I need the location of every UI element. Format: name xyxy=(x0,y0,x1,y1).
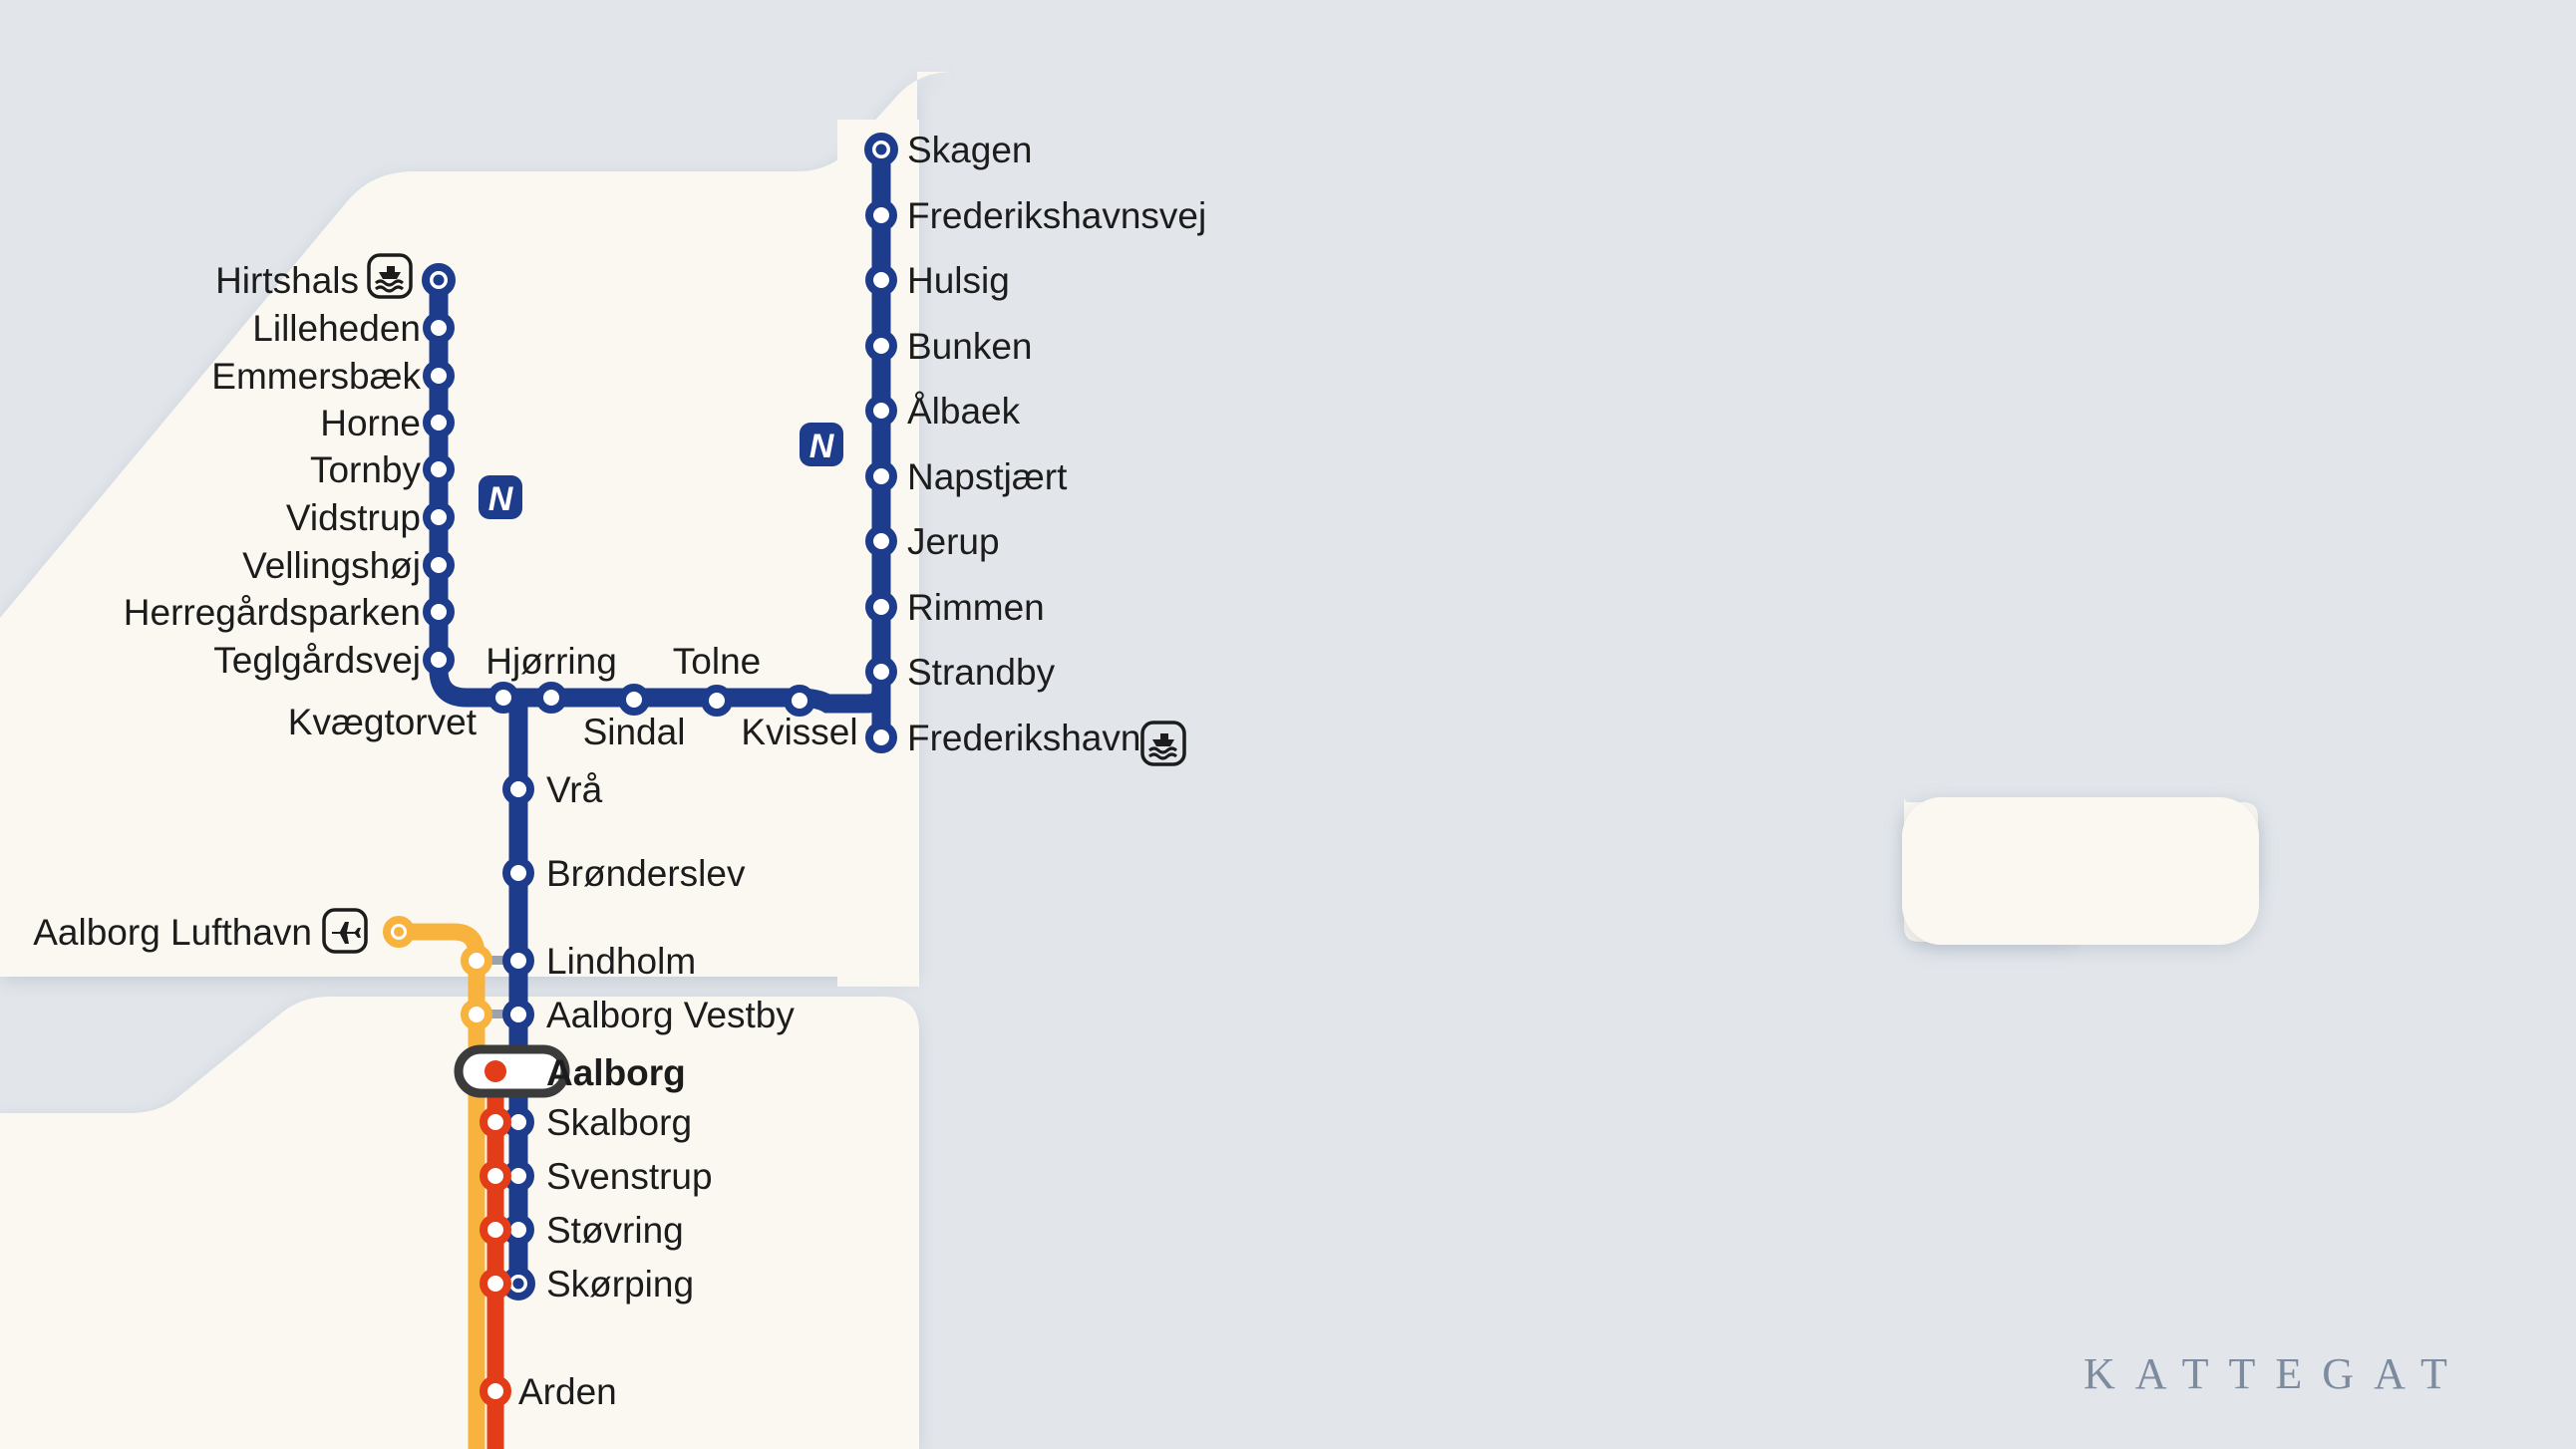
stations-hirtshalsbanen xyxy=(422,263,519,714)
station-label-albaek: Ålbaek xyxy=(907,391,1021,432)
station-terminus-core-skagen xyxy=(875,144,887,155)
interchange-connector-lindholm xyxy=(473,956,524,965)
station-dot-bunken[interactable] xyxy=(865,330,897,362)
station-label-kvaegtorvet: Kvægtorvet xyxy=(288,702,478,742)
station-dot-skorping-red[interactable] xyxy=(480,1268,511,1300)
station-label-tornby: Tornby xyxy=(310,449,422,490)
station-dot-teglgardsvej[interactable] xyxy=(423,644,455,676)
station-label-strandby: Strandby xyxy=(907,652,1056,693)
station-label-skorping: Skørping xyxy=(546,1264,694,1304)
station-label-skalborg: Skalborg xyxy=(546,1102,692,1143)
station-label-teglgardsvej: Teglgårdsvej xyxy=(213,640,421,681)
station-dot-kvissel[interactable] xyxy=(784,685,815,717)
land-island-east-arm xyxy=(1902,797,2259,897)
badge-label: N xyxy=(809,428,835,465)
station-label-stovring: Støvring xyxy=(546,1210,684,1251)
station-dot-emmersbaek[interactable] xyxy=(423,360,455,392)
station-dot-horne[interactable] xyxy=(423,407,455,438)
station-label-hirtshals: Hirtshals xyxy=(215,260,359,301)
station-label-bunken: Bunken xyxy=(907,326,1033,367)
station-dot-herregardsparken[interactable] xyxy=(423,596,455,628)
station-dot-stovring-red[interactable] xyxy=(480,1214,511,1246)
badge-label: N xyxy=(488,480,514,518)
station-label-aalborg: Aalborg xyxy=(546,1052,686,1093)
station-dot-jerup[interactable] xyxy=(865,525,897,557)
station-interchange-aalborg[interactable] xyxy=(454,1044,570,1098)
station-dot-vellingshoj[interactable] xyxy=(423,549,455,581)
station-dot-napstjaert[interactable] xyxy=(865,460,897,492)
sea-label-kattegat: KATTEGAT xyxy=(2084,1349,2467,1398)
stations-airport-line xyxy=(383,916,492,1030)
badge-shape xyxy=(800,423,843,466)
station-dot-kvaegtorvet[interactable] xyxy=(487,682,519,714)
station-dot-aalborg-vestby-yellow[interactable] xyxy=(461,999,492,1030)
station-label-jerup: Jerup xyxy=(907,521,1000,562)
station-dot-bronderslev[interactable] xyxy=(502,857,534,889)
station-dot-hjorring[interactable] xyxy=(535,682,567,714)
airport-icon xyxy=(322,908,368,954)
station-label-frederikshavn: Frederikshavn xyxy=(907,718,1140,758)
stations-red-line xyxy=(480,1106,511,1407)
station-terminus-core-lufthavn xyxy=(394,927,404,937)
station-label-emmersbaek: Emmersbæk xyxy=(211,356,421,397)
station-dot-tornby[interactable] xyxy=(423,453,455,485)
station-label-herregardsparken: Herregårdsparken xyxy=(124,592,421,633)
aalborg-capsule[interactable] xyxy=(454,1044,570,1098)
station-label-hulsig: Hulsig xyxy=(907,260,1010,301)
land-vendsyssel xyxy=(0,72,952,977)
station-label-frederikshavnsvej: Frederikshavnsvej xyxy=(907,195,1206,236)
station-dot-svenstrup-red[interactable] xyxy=(480,1160,511,1192)
station-dot-arden[interactable] xyxy=(480,1375,511,1407)
station-label-rimmen: Rimmen xyxy=(907,587,1045,628)
station-dot-hulsig[interactable] xyxy=(865,264,897,296)
land-himmerland xyxy=(0,997,919,1449)
aalborg-red-dot xyxy=(484,1060,506,1082)
ferry-icon xyxy=(1140,721,1186,766)
station-label-skagen: Skagen xyxy=(907,130,1033,170)
station-dot-lindholm[interactable] xyxy=(502,945,534,977)
stations-skagensbanen xyxy=(864,133,898,753)
station-terminus-core-skorping xyxy=(512,1278,524,1290)
station-label-sindal: Sindal xyxy=(583,712,686,752)
station-label-bronderslev: Brønderslev xyxy=(546,853,746,894)
station-dot-tolne[interactable] xyxy=(701,685,733,717)
interchange-connector-aalborg-vestby xyxy=(473,1010,524,1018)
station-label-vellingshoj: Vellingshøj xyxy=(242,545,421,586)
station-dot-sindal[interactable] xyxy=(618,684,650,716)
nordjyske-badge-hirtshals: N xyxy=(479,475,522,519)
station-dot-rimmen[interactable] xyxy=(865,591,897,623)
station-label-arden: Arden xyxy=(518,1371,617,1412)
badge-shape xyxy=(479,475,522,519)
station-dot-lindholm-yellow[interactable] xyxy=(461,945,492,977)
station-label-horne: Horne xyxy=(320,403,421,443)
station-dot-lilleheden[interactable] xyxy=(423,312,455,344)
station-terminus-core-hirtshals xyxy=(433,274,445,286)
station-label-lilleheden: Lilleheden xyxy=(252,308,421,349)
station-label-aalborg-lufthavn: Aalborg Lufthavn xyxy=(33,912,312,953)
station-dot-vidstrup[interactable] xyxy=(423,501,455,533)
stations-cross-line xyxy=(535,682,815,717)
station-label-kvissel: Kvissel xyxy=(741,712,857,752)
station-label-tolne: Tolne xyxy=(673,641,761,682)
station-dot-frederikshavn[interactable] xyxy=(865,722,897,753)
station-label-svenstrup: Svenstrup xyxy=(546,1156,713,1197)
station-dot-frederikshavnsvej[interactable] xyxy=(865,199,897,231)
station-label-vra: Vrå xyxy=(546,769,603,810)
station-label-vidstrup: Vidstrup xyxy=(286,497,421,538)
nordjyske-badge-skagen: N xyxy=(800,423,843,466)
station-dot-strandby[interactable] xyxy=(865,656,897,688)
station-dot-skalborg-red[interactable] xyxy=(480,1106,511,1138)
station-dot-vra[interactable] xyxy=(502,773,534,805)
station-label-hjorring: Hjørring xyxy=(485,641,617,682)
station-dot-albaek[interactable] xyxy=(865,395,897,427)
station-label-lindholm: Lindholm xyxy=(546,941,696,982)
stations-main-south xyxy=(501,773,535,1301)
ferry-icon xyxy=(367,253,413,299)
station-label-aalborg-vestby: Aalborg Vestby xyxy=(546,995,795,1035)
station-label-napstjaert: Napstjært xyxy=(907,456,1068,497)
station-dot-aalborg-vestby[interactable] xyxy=(502,999,534,1030)
